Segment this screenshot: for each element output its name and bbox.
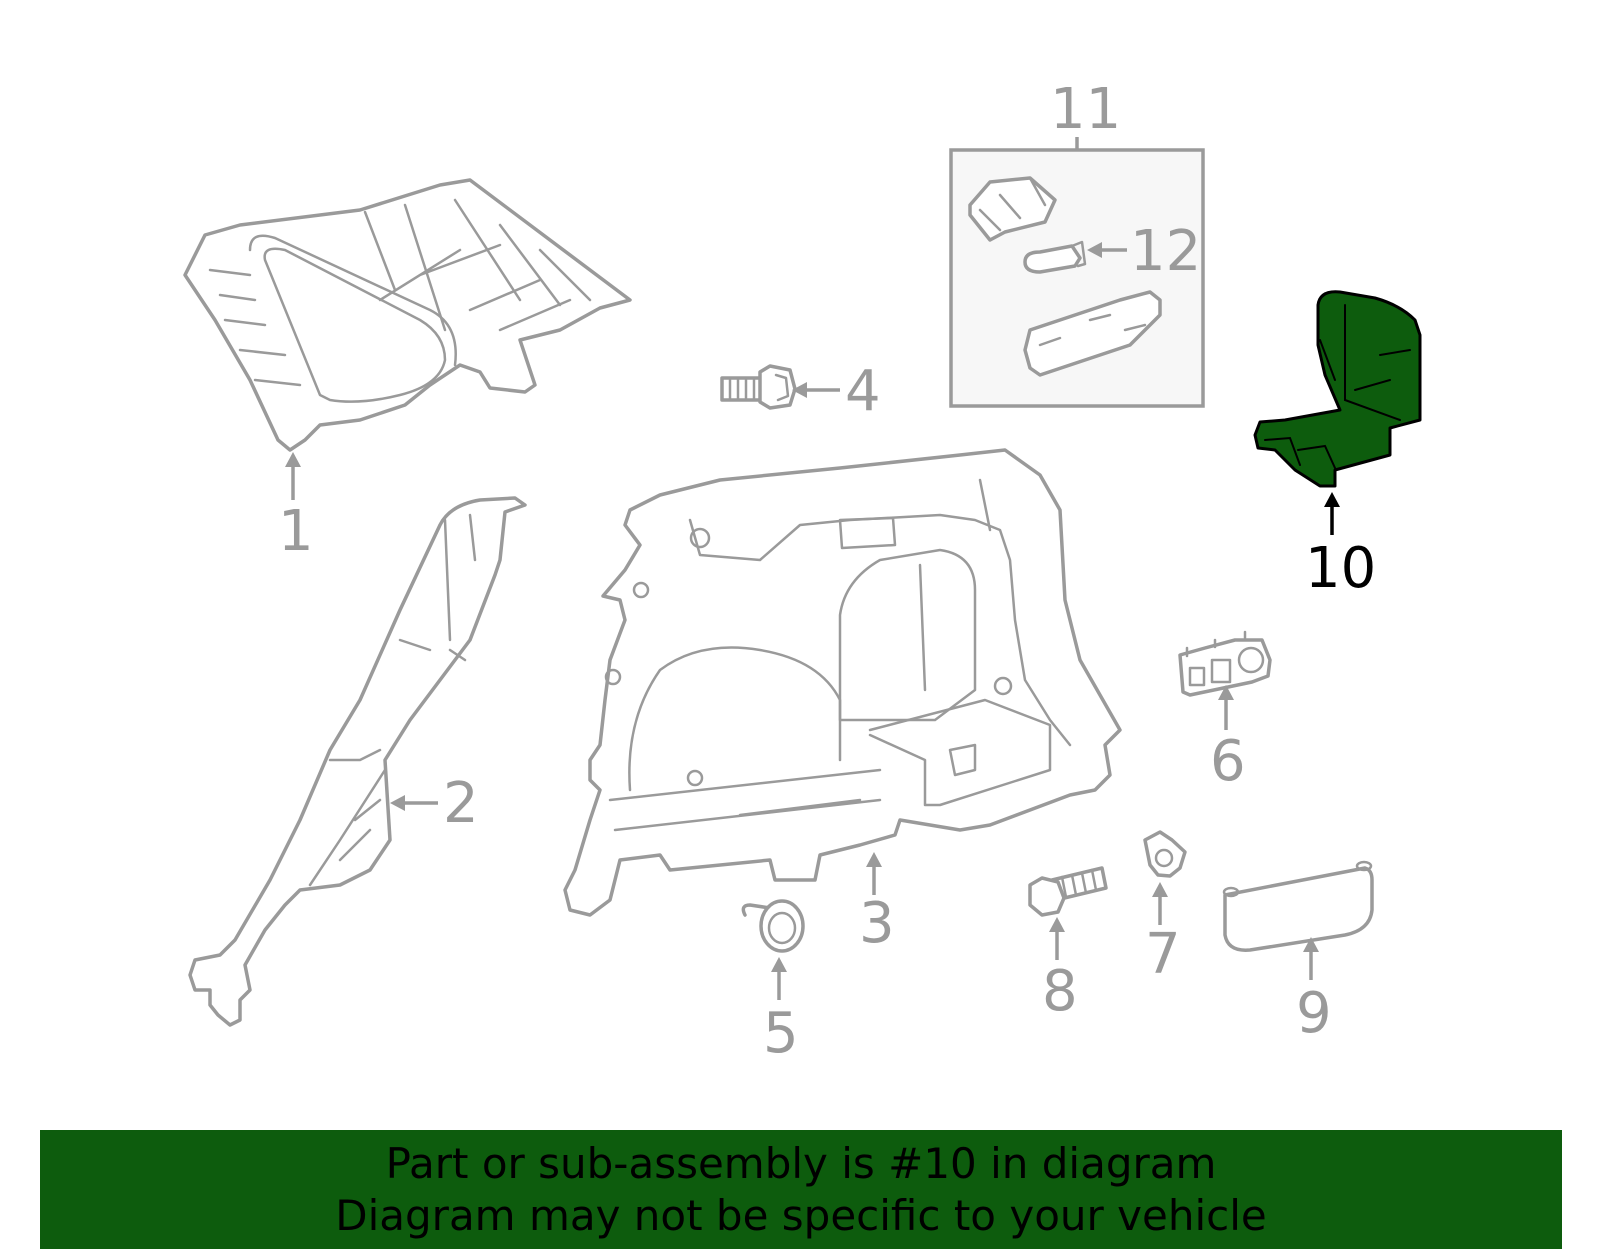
part-7-clip[interactable] [1143,830,1187,878]
callout-7-label: 7 [1145,922,1181,987]
callout-9: 9 [1296,937,1332,1046]
callout-6-label: 6 [1210,729,1246,794]
part-9-cover[interactable] [1222,860,1374,952]
callout-4-label: 4 [845,359,881,424]
callout-2: 2 [390,771,479,836]
part-4-bolt[interactable] [720,364,797,410]
callout-1-label: 1 [278,499,314,564]
part-6-switch[interactable] [1178,630,1272,697]
part-12-bulb[interactable] [1023,240,1087,274]
callout-11-label: 11 [1050,77,1121,142]
part-11-lamp-assembly[interactable] [949,148,1205,408]
part-3-quarter-trim-panel[interactable] [563,448,1122,917]
callout-6: 6 [1210,685,1246,794]
part-2-pillar-trim[interactable] [188,496,527,1027]
callout-5-label: 5 [763,1001,799,1066]
callout-8-label: 8 [1042,959,1078,1024]
callout-12-label: 12 [1130,219,1201,284]
callout-9-label: 9 [1296,981,1332,1046]
part-8-bolt[interactable] [1028,866,1108,917]
part-10-highlighted[interactable] [1253,290,1422,488]
callout-2-label: 2 [443,771,479,836]
banner-line-1: Part or sub-assembly is #10 in diagram [385,1138,1217,1188]
part-5-clip[interactable] [741,899,805,953]
callout-12: 12 [1087,219,1201,284]
callout-5: 5 [763,957,799,1066]
callout-11: 11 [1050,77,1121,150]
callout-8: 8 [1042,917,1078,1024]
callout-4: 4 [792,359,881,424]
callout-1: 1 [278,452,314,564]
info-banner: Part or sub-assembly is #10 in diagram D… [40,1130,1562,1249]
part-1-upper-quarter-trim[interactable] [183,178,632,452]
callout-3-label: 3 [859,891,895,956]
callout-10-label: 10 [1305,536,1376,601]
callout-7: 7 [1145,882,1181,987]
banner-line-2: Diagram may not be specific to your vehi… [335,1190,1267,1240]
callout-10: 10 [1305,492,1376,601]
callout-3: 3 [859,852,895,956]
